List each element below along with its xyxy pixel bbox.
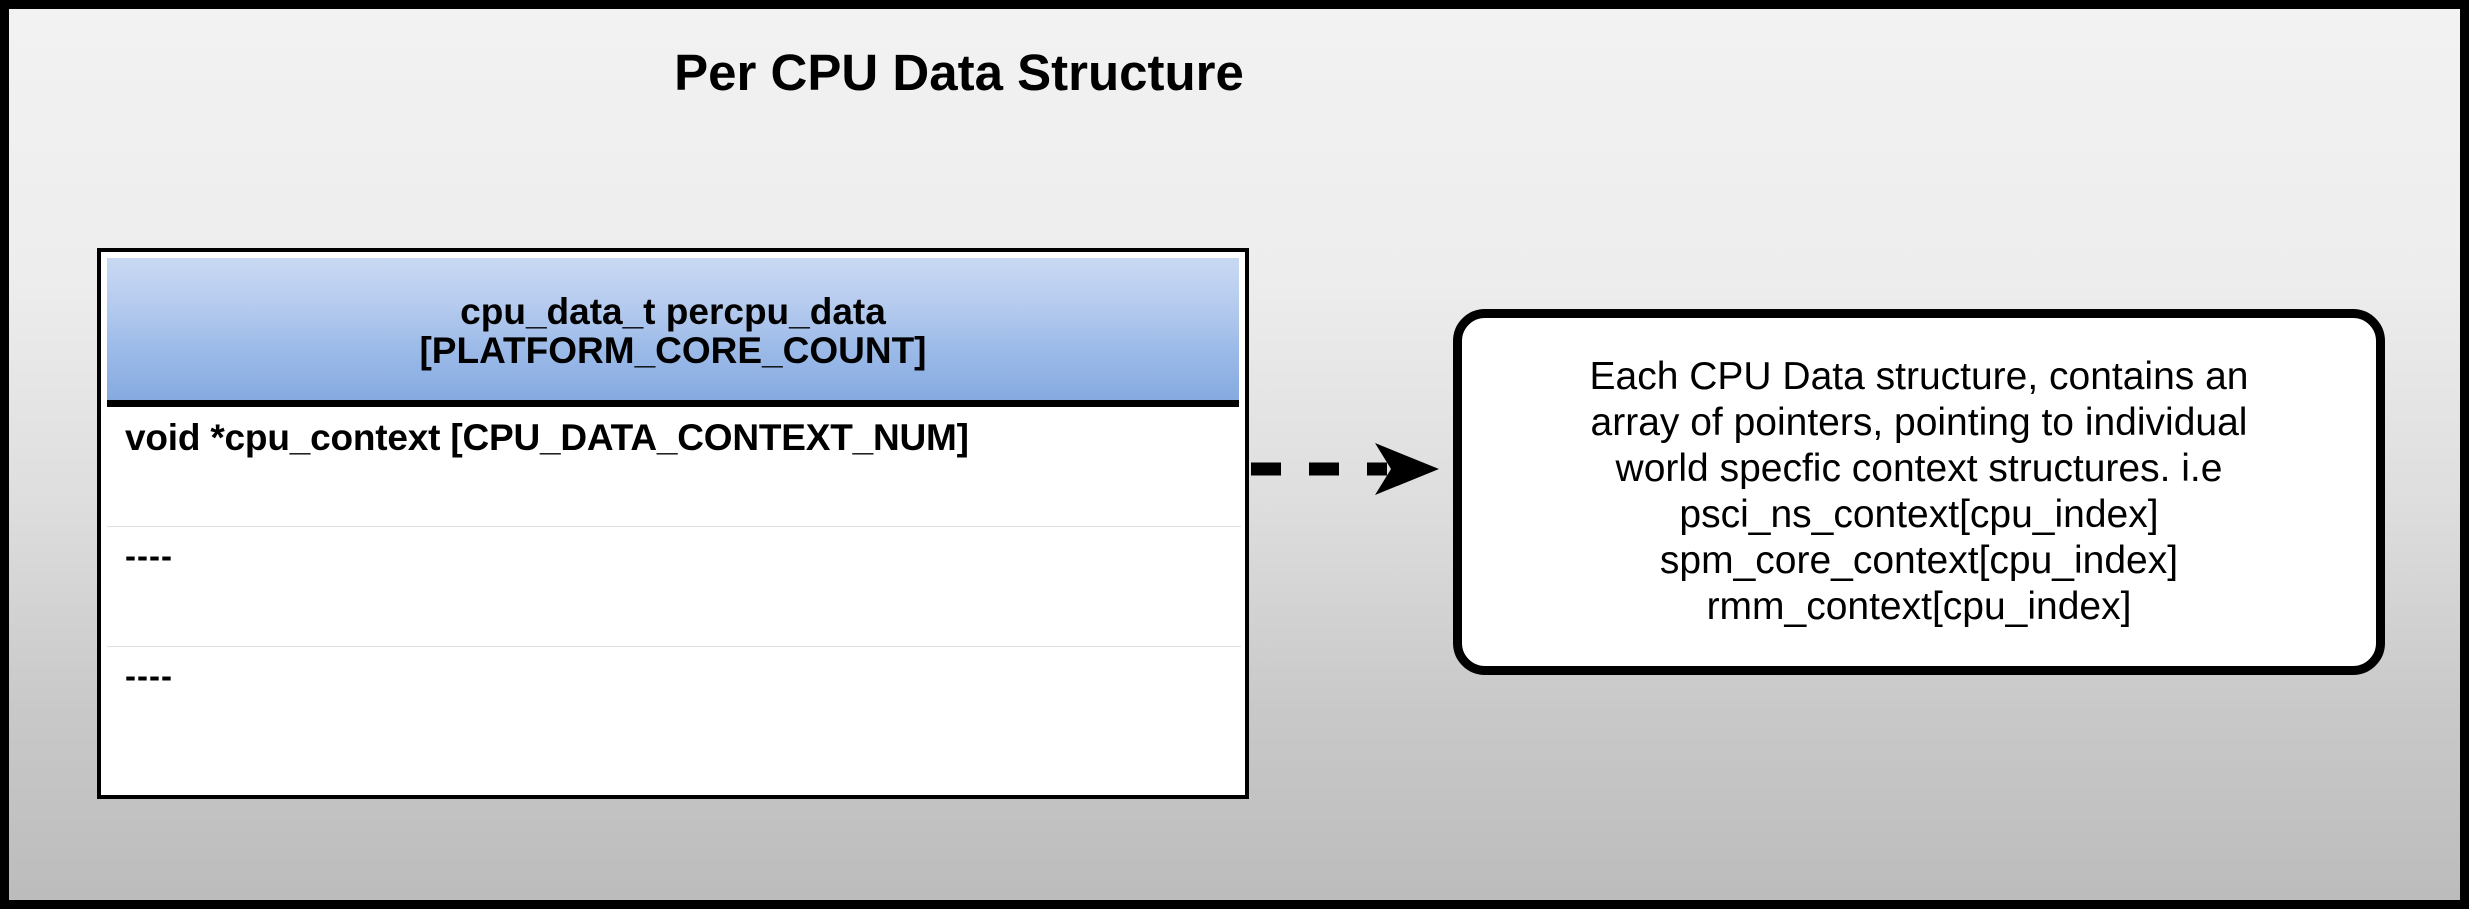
note-line: Each CPU Data structure, contains an	[1589, 354, 2249, 398]
struct-table: cpu_data_t percpu_data [PLATFORM_CORE_CO…	[97, 248, 1249, 799]
struct-table-header: cpu_data_t percpu_data [PLATFORM_CORE_CO…	[107, 258, 1239, 407]
struct-field-label: ----	[125, 537, 173, 574]
struct-header-line-1: cpu_data_t percpu_data	[460, 290, 886, 332]
struct-header-line-2: [PLATFORM_CORE_COUNT]	[419, 330, 927, 371]
table-row: ----	[107, 527, 1241, 647]
note-line: psci_ns_context[cpu_index]	[1679, 493, 2159, 536]
note-callout: Each CPU Data structure, contains an arr…	[1453, 309, 2385, 675]
note-line: world specfic context structures. i.e	[1615, 446, 2223, 490]
note-line: spm_core_context[cpu_index]	[1659, 539, 2179, 583]
note-line: array of pointers, pointing to individua…	[1590, 400, 2248, 444]
note-line: rmm_context[cpu_index]	[1706, 585, 2132, 629]
page-title: Per CPU Data Structure	[674, 44, 1244, 101]
struct-table-rows: void *cpu_context [CPU_DATA_CONTEXT_NUM]…	[107, 407, 1241, 769]
table-row: ----	[107, 647, 1241, 769]
struct-field-label: void *cpu_context [CPU_DATA_CONTEXT_NUM]	[125, 417, 969, 458]
struct-field-label: ----	[125, 657, 173, 694]
dashed-arrow-icon	[1251, 443, 1439, 495]
table-row: void *cpu_context [CPU_DATA_CONTEXT_NUM]	[107, 407, 1241, 527]
